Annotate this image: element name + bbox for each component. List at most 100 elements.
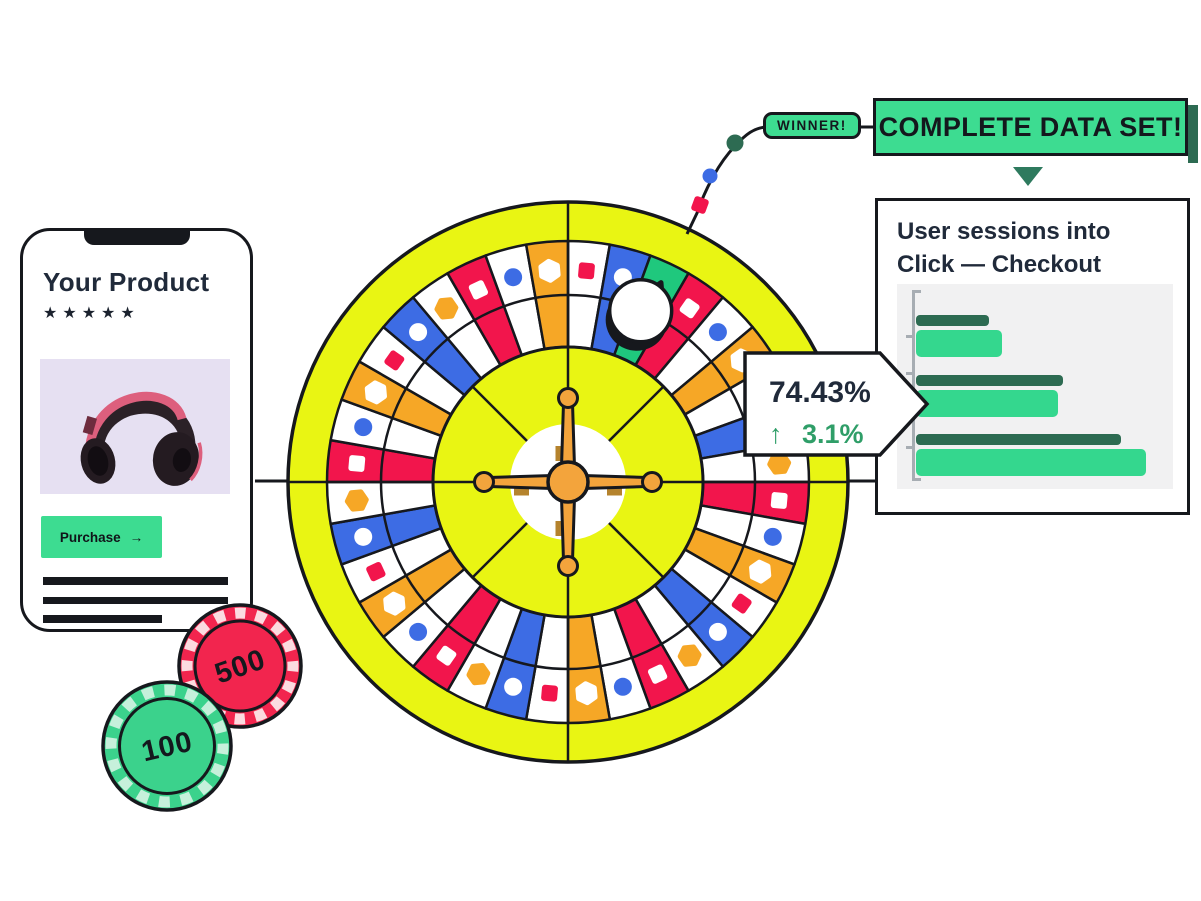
spinner-shade: [514, 486, 529, 496]
chart-title-line-2: Click — Checkout: [897, 251, 1102, 278]
segment-shape-square: [384, 350, 405, 371]
product-image: [40, 359, 230, 494]
wheel-segment: [325, 438, 437, 484]
arrow-right-icon: →: [129, 529, 144, 545]
wheel-segment: [566, 613, 612, 725]
segment-shape-hexagon: [364, 380, 387, 405]
bar-dark-green: [916, 434, 1121, 445]
wheel-segment: [524, 239, 570, 351]
segment-shape-hexagon: [383, 591, 406, 616]
segment-shape-circle: [354, 418, 373, 437]
text-placeholder-line: [43, 615, 162, 623]
spinner-center: [546, 460, 590, 504]
segment-shape-circle: [613, 268, 632, 287]
segment-shape-hexagon: [575, 681, 598, 706]
right-earcup: [152, 432, 203, 486]
headphones-illustration: [80, 392, 203, 486]
wheel-spoke-line: [472, 386, 529, 443]
wheel-segment: [634, 584, 725, 692]
wheel-segment: [612, 597, 690, 710]
wheel-segment: [590, 243, 652, 357]
conversion-value: 74.43%: [769, 376, 871, 409]
wheel-hub: [510, 424, 626, 540]
winner-badge: WINNER!: [763, 112, 861, 139]
wheel-segment: [382, 296, 483, 397]
wheel-segment: [634, 272, 725, 380]
segment-shape-hexagon: [538, 258, 561, 283]
spinner-arm: [487, 474, 555, 490]
spinner-arm: [560, 401, 576, 469]
wheel-segment: [612, 254, 690, 367]
segment-shape-circle: [354, 527, 373, 546]
bar-light-green: [916, 330, 1002, 357]
complete-data-set-banner: COMPLETE DATA SET!: [873, 98, 1188, 156]
phone-notch: [83, 230, 190, 245]
band-slider: [82, 415, 98, 436]
axis-tick: [906, 335, 912, 338]
path-to-winner: [699, 125, 767, 203]
spinner-knob: [641, 471, 663, 493]
segment-shape-square: [541, 684, 558, 702]
ball-shadow: [605, 288, 668, 351]
chip-value: 500: [211, 643, 270, 690]
axis-cap-top: [912, 290, 921, 293]
wheel-segment: [411, 584, 502, 692]
segment-shape-circle: [763, 527, 782, 546]
wheel-segment: [329, 504, 443, 566]
axis-cap-bottom: [912, 478, 921, 481]
wheel-outer-ring: [286, 200, 850, 764]
wheel-segment: [325, 480, 437, 526]
spinner-arm: [581, 474, 649, 490]
bar-light-green: [916, 449, 1146, 476]
phone-mockup: Your Product ★★★★★ Purchase →: [20, 228, 253, 632]
wheel-segment: [446, 254, 524, 367]
bar-dark-green: [916, 315, 989, 326]
segment-shape-square: [348, 455, 366, 472]
wheel-segment-divider: [379, 293, 757, 671]
text-placeholder-line: [43, 597, 228, 604]
wheel-segment: [358, 325, 466, 416]
roulette-wheel: [286, 200, 850, 764]
wheel-spoke-line: [607, 386, 664, 443]
headphone-band: [88, 398, 196, 456]
wheel-segment: [683, 526, 796, 604]
segment-shape-triangle: [645, 280, 665, 302]
delta-value: 3.1%: [802, 419, 864, 449]
wheel-segment: [590, 607, 652, 721]
y-axis-line: [912, 290, 915, 481]
wheel-needle: [685, 210, 700, 235]
chip-edge-dashes: [105, 684, 229, 808]
star-rating: ★★★★★: [43, 305, 140, 322]
chip-body: [101, 680, 233, 812]
segment-shape-square: [679, 298, 700, 319]
segment-shape-circle: [504, 677, 523, 696]
chart-card: User sessions into Click — Checkout: [875, 198, 1190, 515]
wheel-segment: [484, 243, 546, 357]
metric-callout: 74.43% ↑ 3.1%: [743, 351, 930, 457]
wheel-segment: [484, 607, 546, 721]
segment-shape-circle: [504, 268, 523, 287]
spinner-knob: [557, 555, 579, 577]
spinner-shade: [555, 446, 565, 461]
segment-shape-square: [647, 664, 668, 684]
wheel-ball: [607, 278, 674, 344]
segment-shape-square: [578, 262, 595, 280]
axis-tick: [906, 372, 912, 375]
spinner-knob: [473, 471, 495, 493]
banner-shadow: [1188, 105, 1198, 163]
wheel-segment: [329, 398, 443, 460]
wheel-spoke-line: [607, 521, 664, 578]
spinner-knob: [557, 387, 579, 409]
winner-badge-label: WINNER!: [777, 118, 847, 133]
wheel-segment: [670, 548, 778, 639]
down-triangle-icon: [1013, 167, 1043, 186]
segment-shape-hexagon: [466, 663, 491, 686]
segment-shape-circle: [708, 323, 727, 342]
purchase-button[interactable]: Purchase →: [41, 516, 162, 558]
segment-shape-square: [770, 492, 788, 509]
up-arrow-icon: ↑: [769, 419, 783, 449]
segment-shape-circle: [409, 622, 428, 641]
wheel-segment: [699, 480, 811, 526]
wheel-segment: [446, 597, 524, 710]
